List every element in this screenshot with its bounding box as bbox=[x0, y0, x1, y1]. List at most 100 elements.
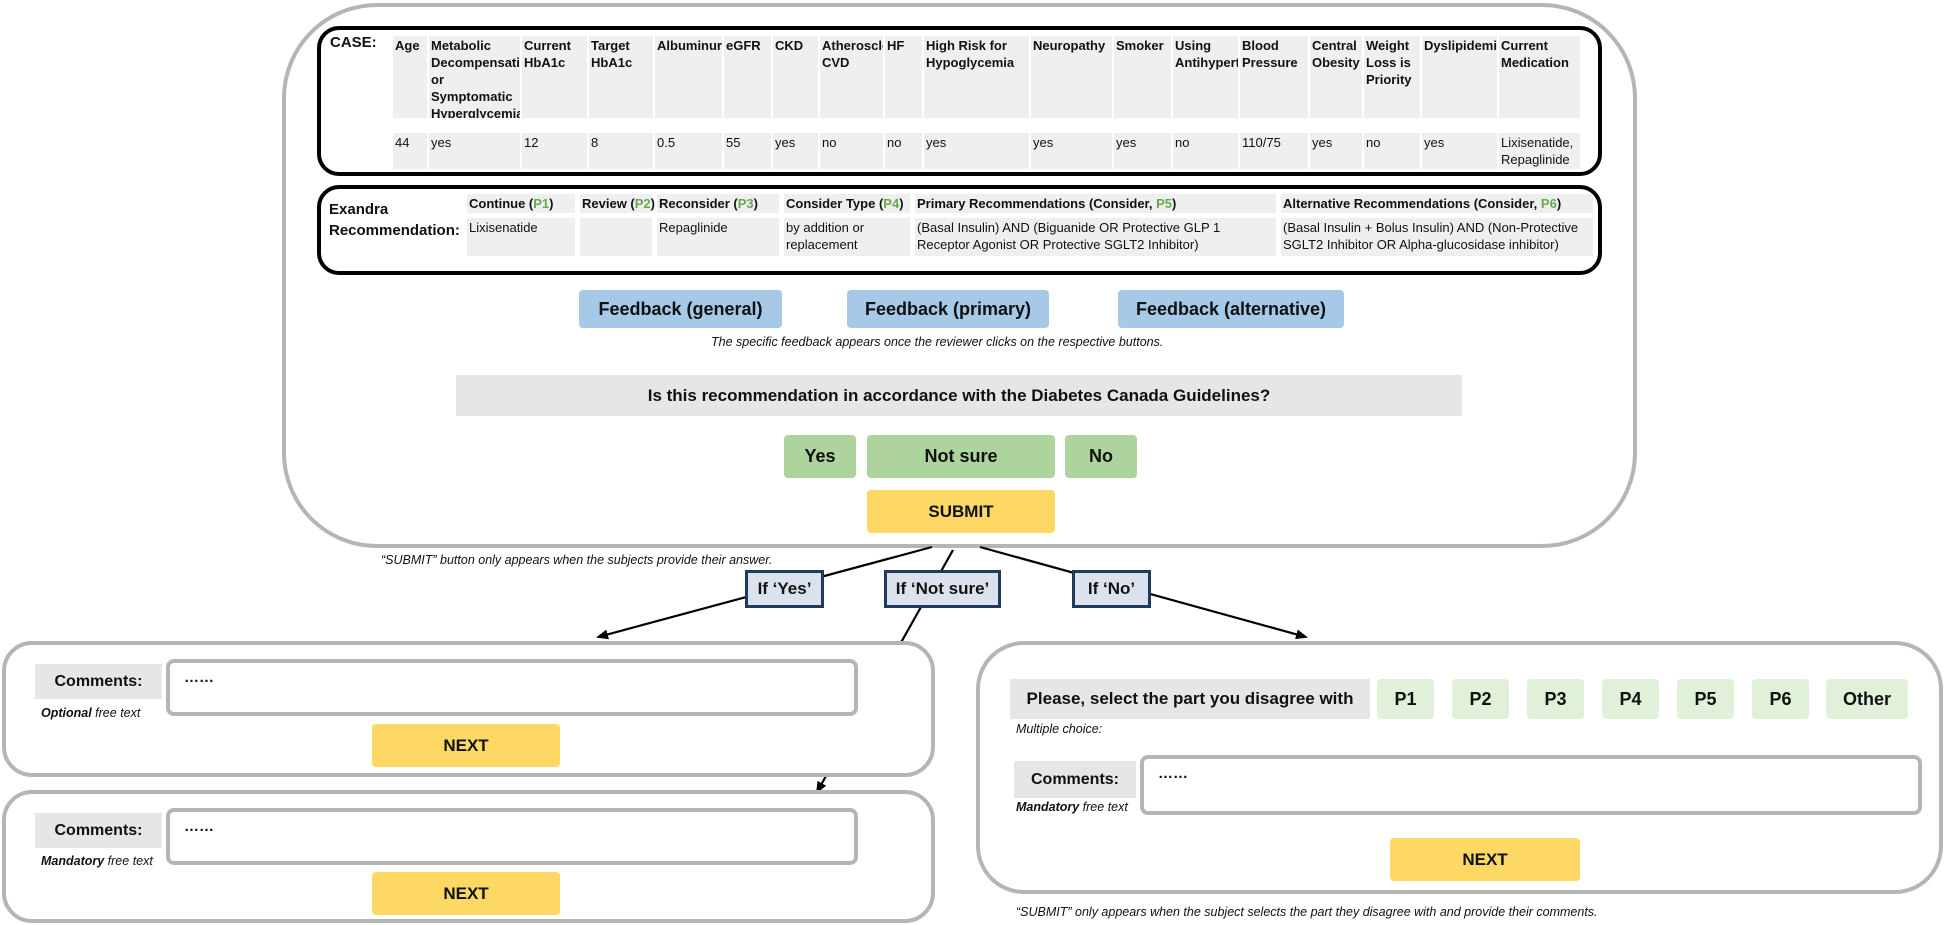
part-choice-p1-button[interactable]: P1 bbox=[1377, 679, 1434, 719]
no-comments-input[interactable]: …… bbox=[1140, 755, 1922, 815]
recommendation-header-close: ) bbox=[650, 196, 655, 211]
case-header-cell: Target HbA1c bbox=[589, 36, 653, 118]
part-choice-p2-button[interactable]: P2 bbox=[1452, 679, 1509, 719]
no-comments-label: Comments: bbox=[1014, 761, 1136, 798]
case-header-cell: Current Medication bbox=[1499, 36, 1580, 118]
recommendation-value-cell bbox=[580, 218, 652, 256]
case-header-cell: HF bbox=[885, 36, 922, 118]
case-value-cell: no bbox=[885, 133, 922, 169]
case-value-cell: yes bbox=[1310, 133, 1362, 169]
feedback-note: The specific feedback appears once the r… bbox=[711, 335, 1164, 349]
case-header-cell: Weight Loss is Priority bbox=[1364, 36, 1420, 118]
not-sure-comments-input[interactable]: …… bbox=[166, 808, 858, 865]
no-select-label: Please, select the part you disagree wit… bbox=[1010, 679, 1370, 719]
case-header-cell: Metabolic Decompensation or Symptomatic … bbox=[429, 36, 520, 118]
recommendation-header-text: Reconsider ( bbox=[659, 196, 738, 211]
recommendation-value-cell: Lixisenatide bbox=[467, 218, 575, 256]
case-value-cell: no bbox=[1364, 133, 1420, 169]
recommendation-header-text: Continue ( bbox=[469, 196, 534, 211]
yes-hint-emph: Optional bbox=[41, 706, 92, 720]
case-header-cell: Central Obesity bbox=[1310, 36, 1362, 118]
answer-yes-button[interactable]: Yes bbox=[784, 435, 856, 478]
yes-comments-hint: Optional free text bbox=[41, 706, 140, 720]
yes-comments-label: Comments: bbox=[35, 664, 162, 699]
recommendation-header-close: ) bbox=[753, 196, 758, 211]
recommendation-value-cell: Repaglinide bbox=[657, 218, 779, 256]
case-header-cell: Neuropathy bbox=[1031, 36, 1112, 118]
case-value-cell: 0.5 bbox=[655, 133, 722, 169]
yes-hint-rest: free text bbox=[91, 706, 141, 720]
case-header-cell: Age bbox=[393, 36, 427, 118]
case-value-cell: 8 bbox=[589, 133, 653, 169]
recommendation-part-tag: P6 bbox=[1540, 196, 1557, 211]
recommendation-header-text: Primary Recommendations (Consider, bbox=[917, 196, 1157, 211]
case-value-cell: yes bbox=[1031, 133, 1112, 169]
feedback-alternative-button[interactable]: Feedback (alternative) bbox=[1118, 290, 1344, 328]
recommendation-header-cell: Primary Recommendations (Consider, P5) bbox=[915, 194, 1276, 213]
recommendation-header-cell: Continue (P1) bbox=[467, 194, 575, 213]
case-value-cell: 55 bbox=[724, 133, 771, 169]
no-next-button[interactable]: NEXT bbox=[1390, 838, 1580, 881]
case-value-cell: 110/75 bbox=[1240, 133, 1308, 169]
case-value-cell: yes bbox=[773, 133, 818, 169]
recommendation-part-tag: P4 bbox=[883, 196, 900, 211]
case-value-cell: yes bbox=[1114, 133, 1171, 169]
part-choice-p5-button[interactable]: P5 bbox=[1677, 679, 1734, 719]
case-header-cell: Smoker bbox=[1114, 36, 1171, 118]
recommendation-header-text: Alternative Recommendations (Consider, bbox=[1283, 196, 1541, 211]
case-header-cell: Current HbA1c bbox=[522, 36, 587, 118]
recommendation-label-line2: Recommendation: bbox=[329, 222, 460, 239]
case-label: CASE: bbox=[330, 34, 377, 51]
not-sure-next-button[interactable]: NEXT bbox=[372, 872, 560, 915]
recommendation-part-tag: P3 bbox=[737, 196, 754, 211]
condition-not-sure-label: If ‘Not sure’ bbox=[884, 570, 1001, 608]
part-choice-p3-button[interactable]: P3 bbox=[1527, 679, 1584, 719]
condition-no-label: If ‘No’ bbox=[1072, 570, 1151, 608]
yes-comments-input[interactable]: …… bbox=[166, 659, 858, 716]
submit-button[interactable]: SUBMIT bbox=[867, 490, 1055, 533]
submit-note: “SUBMIT” button only appears when the su… bbox=[381, 553, 773, 567]
case-value-cell: 44 bbox=[393, 133, 427, 169]
condition-yes-label: If ‘Yes’ bbox=[745, 570, 824, 608]
no-select-hint: Multiple choice: bbox=[1016, 722, 1103, 736]
recommendation-part-tag: P5 bbox=[1156, 196, 1173, 211]
question-bar: Is this recommendation in accordance wit… bbox=[456, 375, 1462, 416]
recommendation-table: Exandra Recommendation: Continue (P1) Lix… bbox=[317, 185, 1602, 275]
answer-no-button[interactable]: No bbox=[1065, 435, 1137, 478]
recommendation-header-close: ) bbox=[1556, 196, 1562, 211]
case-value-cell: no bbox=[1173, 133, 1238, 169]
not-sure-comments-label: Comments: bbox=[35, 813, 162, 848]
answer-not-sure-button[interactable]: Not sure bbox=[867, 435, 1055, 478]
case-value-cell: no bbox=[820, 133, 883, 169]
recommendation-header-close: ) bbox=[899, 196, 904, 211]
no-hint-rest: free text bbox=[1079, 800, 1128, 814]
case-value-cell: yes bbox=[429, 133, 520, 169]
recommendation-header-cell: Consider Type (P4) bbox=[784, 194, 910, 213]
recommendation-label: Exandra Recommendation: bbox=[329, 199, 460, 241]
part-choice-other-button[interactable]: Other bbox=[1826, 679, 1908, 719]
recommendation-part-tag: P2 bbox=[634, 196, 651, 211]
case-value-cell: yes bbox=[1422, 133, 1497, 169]
not-sure-hint-emph: Mandatory bbox=[41, 854, 105, 868]
case-header-cell: eGFR bbox=[724, 36, 771, 118]
recommendation-value-cell: (Basal Insulin + Bolus Insulin) AND (Non… bbox=[1281, 218, 1593, 256]
yes-next-button[interactable]: NEXT bbox=[372, 724, 560, 767]
recommendation-header-cell: Review (P2) bbox=[580, 194, 655, 213]
recommendation-header-close: ) bbox=[549, 196, 554, 211]
part-choice-p4-button[interactable]: P4 bbox=[1602, 679, 1659, 719]
no-hint-emph: Mandatory bbox=[1016, 800, 1080, 814]
recommendation-part-tag: P1 bbox=[533, 196, 550, 211]
not-sure-comments-hint: Mandatory free text bbox=[41, 854, 153, 868]
no-panel-note: “SUBMIT” only appears when the subject s… bbox=[1016, 905, 1598, 919]
case-header-cell: CKD bbox=[773, 36, 818, 118]
part-choice-p6-button[interactable]: P6 bbox=[1752, 679, 1809, 719]
case-header-cell: Dyslipidemia bbox=[1422, 36, 1497, 118]
recommendation-header-text: Consider Type ( bbox=[786, 196, 884, 211]
recommendation-header-cell: Alternative Recommendations (Consider, P… bbox=[1281, 194, 1593, 213]
case-header-cell: Blood Pressure bbox=[1240, 36, 1308, 118]
case-value-cell: Lixisenatide, Repaglinide bbox=[1499, 133, 1580, 169]
feedback-general-button[interactable]: Feedback (general) bbox=[579, 290, 782, 328]
case-header-cell: High Risk for Hypoglycemia bbox=[924, 36, 1029, 118]
feedback-primary-button[interactable]: Feedback (primary) bbox=[847, 290, 1049, 328]
